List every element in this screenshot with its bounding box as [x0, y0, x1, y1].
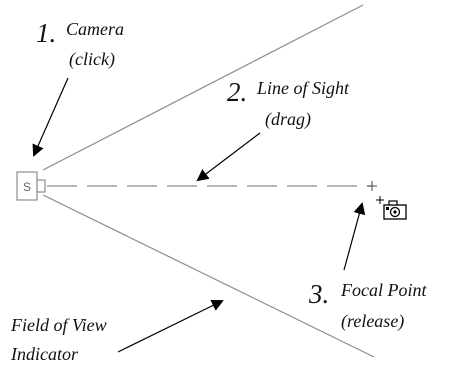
label-focal-point: 3. Focal Point (release)	[308, 279, 427, 332]
crosshair-icon	[367, 181, 384, 204]
label-line-of-sight-action: (drag)	[265, 109, 311, 130]
arrow-to-line-of-sight	[196, 132, 261, 182]
arrow-to-field-of-view	[117, 300, 224, 353]
arrow-to-camera	[32, 77, 69, 157]
camera-symbol: S	[16, 171, 46, 201]
field-of-view-upper-line	[42, 4, 364, 171]
camera-symbol-letter: S	[23, 180, 31, 194]
label-field-of-view-line1: Field of View	[10, 315, 107, 335]
label-field-of-view-line2: Indicator	[10, 344, 79, 364]
label-camera: 1. Camera (click)	[36, 18, 124, 70]
label-line-of-sight-number: 2.	[227, 77, 247, 107]
label-camera-text: Camera	[66, 19, 124, 39]
field-of-view-lower-line	[42, 194, 375, 358]
label-camera-number: 1.	[36, 18, 56, 48]
label-focal-point-text: Focal Point	[340, 280, 427, 300]
label-focal-point-number: 3.	[308, 279, 329, 309]
label-line-of-sight: 2. Line of Sight (drag)	[227, 77, 350, 130]
label-camera-action: (click)	[69, 49, 115, 70]
label-focal-point-action: (release)	[341, 311, 404, 332]
arrow-to-focal-point	[343, 202, 366, 271]
label-field-of-view: Field of View Indicator	[10, 315, 107, 364]
camera-icon	[383, 200, 407, 220]
label-line-of-sight-text: Line of Sight	[256, 78, 350, 98]
